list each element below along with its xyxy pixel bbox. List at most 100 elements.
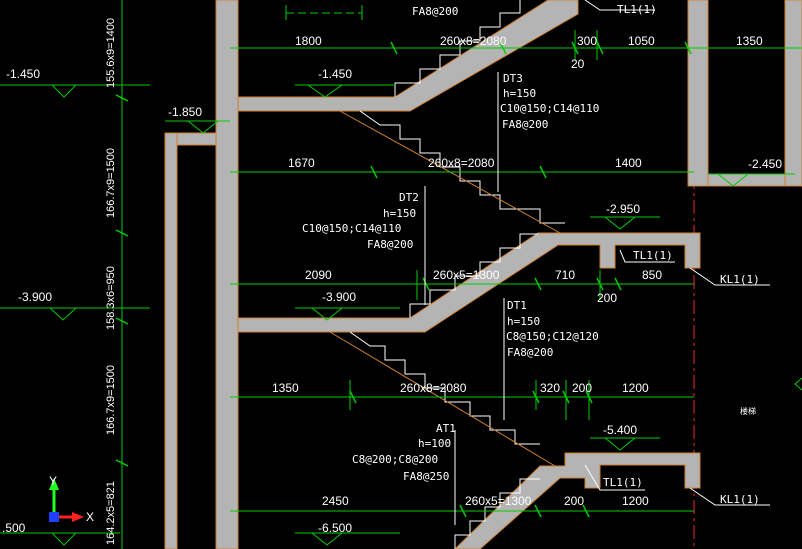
leader-tl1-mid <box>619 249 675 263</box>
ucs-origin-icon <box>49 512 59 522</box>
level-text: -5.400 <box>603 423 637 437</box>
level-text: -2.950 <box>606 202 640 216</box>
dt3-label: FA8@200 <box>502 118 548 131</box>
level-marker <box>603 216 637 230</box>
level-marker <box>50 84 78 98</box>
hidden-flight-2 <box>329 331 556 467</box>
ucs-y-arrow-icon <box>49 478 59 490</box>
dt2-label: DT2 <box>399 191 419 204</box>
hdim-text: 200 <box>564 494 584 508</box>
at1-label: C8@200;C8@200 <box>352 453 438 466</box>
vdim-text: 164.2x5=821 <box>105 481 117 545</box>
hdim-text: 1200 <box>622 494 649 508</box>
kl1-low-label: KL1(1) <box>720 493 760 506</box>
hdim-text: 260x8=2080 <box>428 156 495 170</box>
dt3-hidden-steps <box>359 110 565 224</box>
left-outer-wall <box>164 132 178 549</box>
level-marker <box>48 307 78 321</box>
leader-kl1-mid <box>689 267 770 286</box>
ucs-x-arrow-icon <box>72 512 84 522</box>
flight-at1 <box>454 452 701 549</box>
hdim-text: 260x5=1300 <box>433 268 500 282</box>
ucs-axis-icon[interactable]: Y X <box>49 474 94 524</box>
dt1-label: h=150 <box>507 315 540 328</box>
hdim-text: 1350 <box>272 381 299 395</box>
dt2-label: C10@150;C14@110 <box>302 222 401 235</box>
tl1-low-label: TL1(1) <box>603 476 643 489</box>
hdim-text: 200 <box>597 291 617 305</box>
ucs-x-label: X <box>86 510 94 524</box>
at1-label: AT1 <box>436 422 456 435</box>
step-lines <box>349 0 565 549</box>
hdim-text: 1400 <box>615 156 642 170</box>
hdim-text: 1800 <box>295 34 322 48</box>
vdim-text: 155.6x9=1400 <box>105 18 117 88</box>
hdim-text: 1350 <box>736 34 763 48</box>
flight-dt2 <box>237 232 701 333</box>
hdim-text: 260x8=2080 <box>440 34 507 48</box>
level-marker <box>186 120 220 134</box>
at1-label: h=100 <box>418 437 451 450</box>
leader-tl1-low <box>584 464 645 491</box>
edge-arrow-icon <box>794 377 802 391</box>
hdim-text: 260x5=1300 <box>465 494 532 508</box>
right-far-wall <box>784 0 802 187</box>
level-text: -1.450 <box>6 67 40 81</box>
tl1-top-label: TL1(1) <box>617 3 657 16</box>
leader-kl1-low <box>689 487 770 506</box>
level-text: -3.900 <box>18 290 52 304</box>
hdim-text: 1050 <box>628 34 655 48</box>
leader-lines <box>424 0 770 525</box>
level-marker <box>306 84 344 98</box>
leader-tl1-top <box>584 0 655 11</box>
hdim-text: 200 <box>572 381 592 395</box>
hdim-text: 710 <box>555 268 575 282</box>
dt1-label: DT1 <box>507 299 527 312</box>
level-text: -1.450 <box>318 67 352 81</box>
dt1-label: FA8@200 <box>507 346 553 359</box>
small-note: 楼梯 <box>740 406 756 416</box>
level-text: -3.900 <box>322 290 356 304</box>
level-text: -2.450 <box>748 157 782 171</box>
level-text: .500 <box>2 521 26 535</box>
dt1-label: C8@150;C12@120 <box>506 330 599 343</box>
hdim-text: 320 <box>540 381 560 395</box>
dt3-label: h=150 <box>503 87 536 100</box>
hdim-text: 20 <box>571 57 585 71</box>
hdim-text: 1200 <box>622 381 649 395</box>
vertical-dim-labels: 155.6x9=1400 166.7x9=1500 158.3x6=950 16… <box>105 18 117 545</box>
annotation-labels: FA8@200 TL1(1) DT3 h=150 C10@150;C14@110… <box>302 3 760 506</box>
left-wall <box>215 0 239 549</box>
hdim-text: 1670 <box>288 156 315 170</box>
level-text: -6.500 <box>318 521 352 535</box>
horizontal-dim-labels: 1800 260x8=2080 300 1050 1350 20 1670 26… <box>272 34 763 508</box>
level-labels: -1.450 -1.450 -1.850 -2.450 -2.950 -3.90… <box>2 67 782 535</box>
hdim-text: 850 <box>642 268 662 282</box>
ucs-y-label: Y <box>49 474 57 488</box>
level-markers <box>48 84 795 546</box>
at1-steps <box>454 478 540 549</box>
dt1-hidden-steps <box>349 331 540 445</box>
vdim-text: 158.3x6=950 <box>105 266 117 330</box>
hdim-text: 2090 <box>305 268 332 282</box>
kl1-mid-label: KL1(1) <box>720 273 760 286</box>
dt3-label: DT3 <box>503 72 523 85</box>
vdim-text: 166.7x9=1500 <box>105 148 117 218</box>
vdim-text: 166.7x9=1500 <box>105 365 117 435</box>
hdim-text: 260x8=2080 <box>400 381 467 395</box>
dt3-label: C10@150;C14@110 <box>500 102 599 115</box>
dt2-label: h=150 <box>383 207 416 220</box>
hdim-text: 300 <box>577 34 597 48</box>
level-marker <box>603 437 637 451</box>
tl1-mid-label: TL1(1) <box>633 249 673 262</box>
rebar-note: FA8@200 <box>412 5 458 18</box>
level-text: -1.850 <box>168 105 202 119</box>
dt2-label: FA8@200 <box>367 238 413 251</box>
right-wall-upper <box>687 0 709 187</box>
hdim-text: 2450 <box>322 494 349 508</box>
level-marker <box>50 532 78 546</box>
dt2-steps <box>409 233 538 318</box>
at1-label: FA8@250 <box>403 470 449 483</box>
